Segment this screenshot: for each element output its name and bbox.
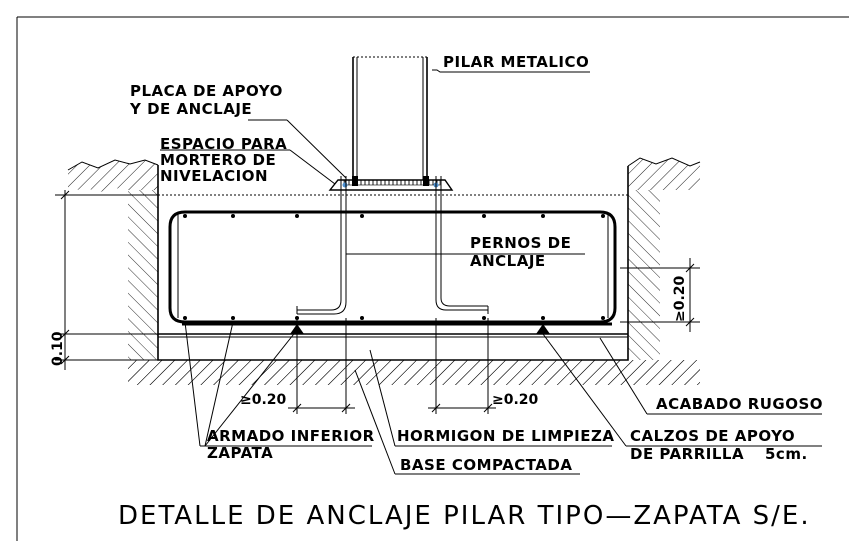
rebar-cage — [168, 210, 617, 326]
label-hormigon-limpieza: HORMIGON DE LIMPIEZA — [397, 427, 615, 445]
label-placa-line2: Y DE ANCLAJE — [129, 100, 252, 118]
footing-block — [158, 333, 628, 338]
label-placa-line1: PLACA DE APOYO — [130, 82, 283, 100]
drawing-title: DETALLE DE ANCLAJE PILAR TIPO—ZAPATA S/E… — [118, 501, 811, 531]
base-plate — [328, 176, 454, 191]
label-dimension-bottom-left: ≥0.20 — [240, 392, 287, 408]
label-espacio-line2: MORTERO DE — [160, 151, 276, 169]
label-calzos-size: 5cm. — [765, 445, 808, 463]
label-armado-line1: ARMADO INFERIOR — [207, 427, 375, 445]
label-espacio-line3: NIVELACION — [160, 167, 268, 185]
label-pernos-line2: ANCLAJE — [470, 252, 546, 270]
label-armado-line2: ZAPATA — [207, 444, 273, 462]
dimension-bottom-left — [288, 318, 355, 414]
label-acabado-rugoso: ACABADO RUGOSO — [656, 395, 823, 413]
label-base-compactada: BASE COMPACTADA — [400, 456, 572, 474]
soil-hatching — [67, 157, 701, 385]
label-espacio-line1: ESPACIO PARA — [160, 135, 287, 153]
label-calzos-line1: CALZOS DE APOYO — [630, 427, 795, 445]
metal-column — [352, 56, 428, 184]
label-dimension-0-20-right: ≥0.20 — [672, 275, 688, 322]
label-pilar-metalico: PILAR METALICO — [443, 53, 589, 71]
dimension-bottom-right — [428, 318, 496, 414]
label-pernos-line1: PERNOS DE — [470, 234, 571, 252]
rebar-dots — [183, 214, 605, 320]
dimension-0-10-left — [55, 190, 158, 370]
excavation-outline — [157, 165, 629, 361]
drawing-frame — [16, 16, 849, 541]
anchor-bolts — [296, 176, 489, 315]
dimension-0-20-right — [620, 258, 700, 332]
label-calzos-line2: DE PARRILLA — [630, 445, 744, 463]
leader-lines — [160, 69, 822, 475]
label-dimension-bottom-right: ≥0.20 — [492, 392, 539, 408]
label-dimension-0-10-left: 0.10 — [50, 331, 66, 366]
